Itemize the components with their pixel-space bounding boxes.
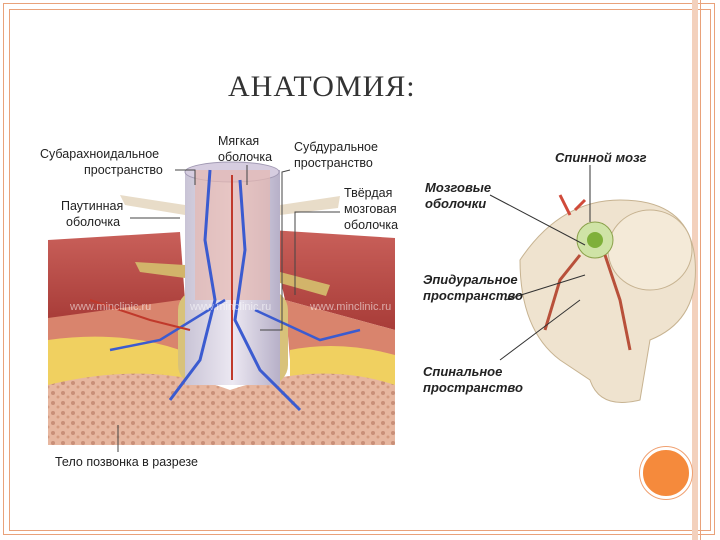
label-epidural-1: Эпидуральное [423, 272, 518, 288]
watermark-2: www.minclinic.ru [190, 300, 271, 315]
watermark-3: www.minclinic.ru [310, 300, 391, 315]
nerve-root-left-upper [120, 195, 185, 215]
label-arachnoid-1: Паутинная [61, 199, 123, 214]
vertebra-right-body [608, 210, 692, 290]
label-dura-2: мозговая [344, 202, 397, 217]
label-spinal-cord: Спинной мозг [555, 150, 647, 166]
label-pia-2: оболочка [218, 150, 272, 165]
label-pia-1: Мягкая [218, 134, 259, 149]
label-subdural-1: Субдуральное [294, 140, 378, 155]
label-subarachnoid-1: Субарахноидальное [40, 147, 159, 162]
label-dura-3: оболочка [344, 218, 398, 233]
label-meninges-1: Мозговые [425, 180, 491, 196]
label-epidural-2: пространство [423, 288, 523, 304]
label-subdural-2: пространство [294, 156, 373, 171]
label-subarachnoid-2: пространство [84, 163, 163, 178]
label-arachnoid-2: оболочка [66, 215, 120, 230]
label-vertebra-body: Тело позвонка в разрезе [55, 455, 198, 470]
label-spinal-space-2: пространство [423, 380, 523, 396]
label-dura-1: Твёрдая [344, 186, 392, 201]
label-spinal-space-1: Спинальное [423, 364, 502, 380]
label-meninges-2: оболочки [425, 196, 486, 212]
watermark-1: www.minclinic.ru [70, 300, 151, 315]
gray-matter [587, 232, 603, 248]
